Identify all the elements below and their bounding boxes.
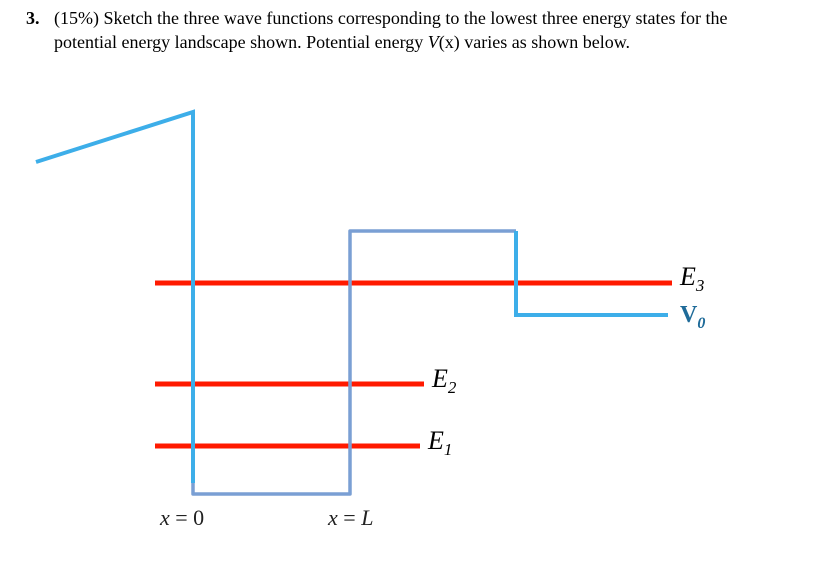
question-line-2-prefix: potential energy landscape shown. Potent… xyxy=(54,32,428,52)
label-e2: E2 xyxy=(432,364,457,397)
question-line-1: (15%) Sketch the three wave functions co… xyxy=(54,8,728,28)
question-body: (15%) Sketch the three wave functions co… xyxy=(54,6,824,54)
potential-well-and-barrier xyxy=(191,229,516,496)
label-x-equals-l: x = L xyxy=(328,505,374,530)
potential-left-slope-and-wall xyxy=(35,109,195,483)
question-line-2-suffix: (x) varies as shown below. xyxy=(438,32,631,52)
label-x-equals-0: x = 0 xyxy=(160,505,205,530)
potential-symbol: V xyxy=(427,32,439,52)
potential-right-step-v0 xyxy=(514,231,668,317)
label-e1: E1 xyxy=(428,426,453,459)
question-number: 3. xyxy=(26,8,40,28)
label-e3: E3 xyxy=(680,262,705,295)
label-v0: V0 xyxy=(680,302,706,332)
question-line-2: potential energy landscape shown. Potent… xyxy=(54,30,824,54)
